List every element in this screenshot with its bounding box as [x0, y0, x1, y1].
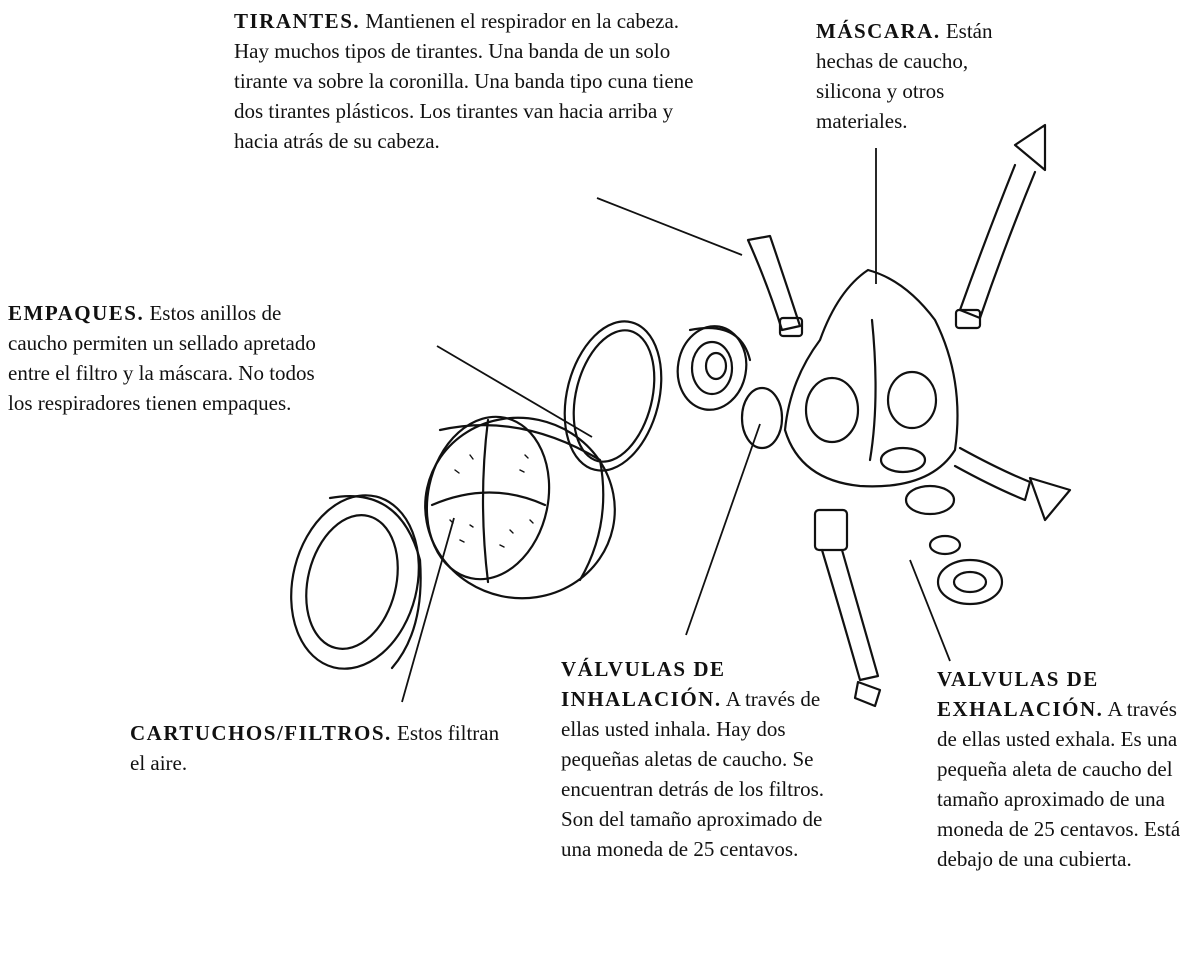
half-mask — [783, 268, 959, 488]
term-mascara: MÁSCARA. — [816, 19, 941, 43]
text-mascara: Están hechas de caucho, silicona y otros… — [816, 19, 993, 133]
leader-line-exhalacion — [909, 559, 951, 662]
text-tirantes: Mantienen el respirador en la cabeza. Ha… — [234, 9, 694, 153]
label-valvulas-inhalacion: VÁLVULAS DE INHALACIÓN. A través de ella… — [561, 654, 851, 864]
strap-upper-left — [746, 234, 804, 338]
strap-right — [953, 446, 1072, 522]
inhalation-valve-flap — [740, 386, 784, 450]
strap-lower — [813, 508, 882, 708]
cartridge-filter — [424, 415, 616, 600]
term-tirantes: TIRANTES. — [234, 9, 361, 33]
leader-line-cartuchos — [401, 517, 455, 703]
label-valvulas-exhalacion: VALVULAS DE EXHALACIÓN. A través de ella… — [937, 664, 1181, 874]
label-empaques: EMPAQUES. Estos anillos de caucho permit… — [8, 298, 340, 418]
term-empaques: EMPAQUES. — [8, 301, 145, 325]
term-cartuchos-filtros: CARTUCHOS/FILTROS. — [130, 721, 392, 745]
leader-line-inhalacion — [685, 423, 761, 636]
exhalation-valve-parts — [904, 484, 1004, 606]
text-valvulas-inhalacion: A través de ellas usted inhala. Hay dos … — [561, 687, 824, 861]
gasket-ring-inner — [563, 320, 663, 472]
label-cartuchos-filtros: CARTUCHOS/FILTROS. Estos filtran el aire… — [130, 718, 500, 778]
label-mascara: MÁSCARA. Están hechas de caucho, silicon… — [816, 16, 1036, 136]
inhalation-valve-housing — [676, 325, 752, 411]
gasket-ring-outer — [290, 494, 422, 670]
text-cartuchos-filtros: Estos filtran el aire. — [130, 721, 500, 775]
term-valvulas-inhalacion: VÁLVULAS DE INHALACIÓN. — [561, 657, 726, 711]
label-tirantes: TIRANTES. Mantienen el respirador en la … — [234, 6, 694, 156]
leader-line-empaques — [436, 345, 593, 438]
term-valvulas-exhalacion: VALVULAS DE EXHALACIÓN. — [937, 667, 1104, 721]
text-valvulas-exhalacion: A través de ellas usted exhala. Es una p… — [937, 697, 1181, 871]
strap-upper-right — [954, 123, 1047, 330]
leader-line-tirantes — [596, 197, 743, 256]
text-empaques: Estos anillos de caucho permiten un sell… — [8, 301, 316, 415]
